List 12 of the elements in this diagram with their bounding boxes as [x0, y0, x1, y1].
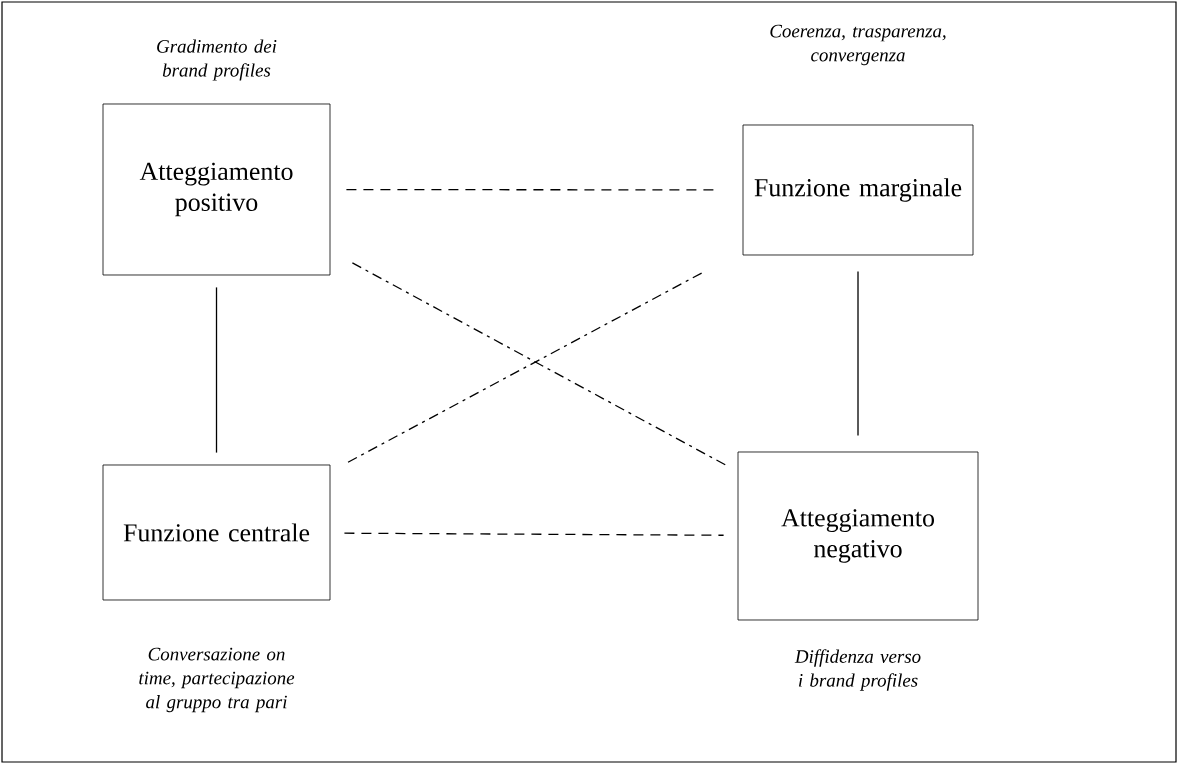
concept-box: Funzione marginale — [742, 124, 974, 256]
connector-line — [345, 188, 716, 191]
concept-box: Atteggiamento positivo — [102, 103, 331, 276]
connector-line — [857, 270, 859, 437]
concept-box: Funzione centrale — [102, 464, 331, 601]
annotation-text: Coerenza, trasparenza, convergenza — [770, 24, 946, 66]
concept-box: Atteggiamento negativo — [737, 451, 979, 621]
annotation-text: Gradimento dei brand profiles — [157, 39, 277, 81]
annotation-text: Conversazione on time, partecipazione al gruppo tra pari — [139, 647, 295, 713]
connector-line — [343, 532, 725, 536]
connector-line — [215, 286, 218, 454]
annotation-text: Diffidenza verso i brand profiles — [794, 649, 921, 691]
